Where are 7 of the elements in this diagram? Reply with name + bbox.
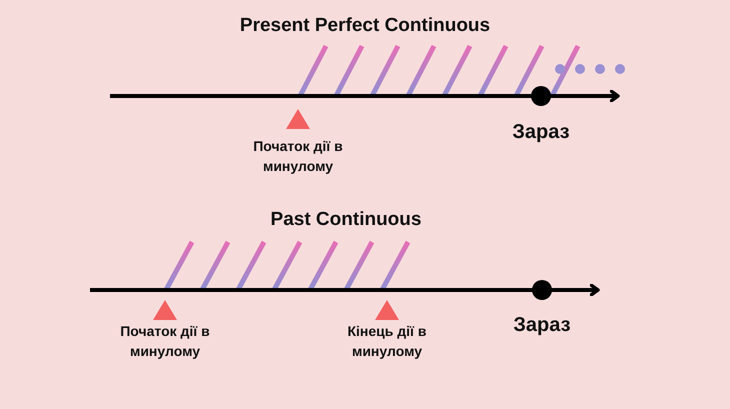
timeline-label: Початок дії в минулому bbox=[252, 137, 344, 176]
timeline-label: Зараз bbox=[512, 120, 570, 145]
section-heading: Present Perfect Continuous bbox=[240, 14, 490, 38]
timeline-label: Кінець дії в минулому bbox=[346, 322, 428, 362]
section-heading: Past Continuous bbox=[270, 208, 422, 232]
timeline-label: Початок дії в минулому bbox=[119, 322, 211, 362]
timeline-label: Зараз bbox=[513, 313, 571, 338]
